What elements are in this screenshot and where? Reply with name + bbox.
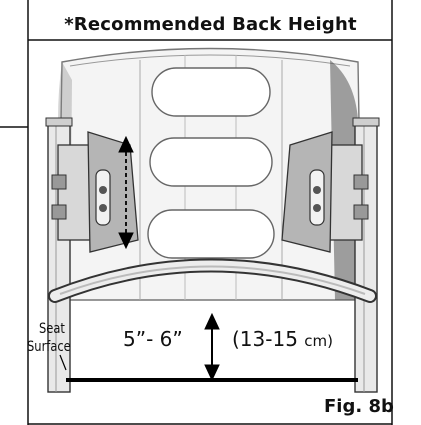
seat-label-line1: Seat bbox=[39, 321, 65, 337]
height-inches-label: 5”- 6” bbox=[123, 327, 183, 351]
seat-leader-line bbox=[59, 354, 67, 371]
right-bracket bbox=[281, 131, 369, 253]
height-cm-unit: cm) bbox=[304, 332, 333, 350]
cross-tube bbox=[48, 258, 377, 303]
backrest-slots bbox=[147, 67, 275, 259]
height-cm-label: (13-15 cm) bbox=[232, 327, 333, 351]
height-cm-value: (13-15 bbox=[232, 327, 298, 351]
height-arrow bbox=[204, 312, 220, 382]
seat-label-line2: Surface bbox=[27, 339, 71, 355]
diagram-title: *Recommended Back Height bbox=[64, 14, 357, 35]
figure-label: Fig. 8b bbox=[324, 396, 394, 417]
page-border bbox=[0, 0, 393, 425]
adjustment-arrow bbox=[118, 135, 134, 250]
